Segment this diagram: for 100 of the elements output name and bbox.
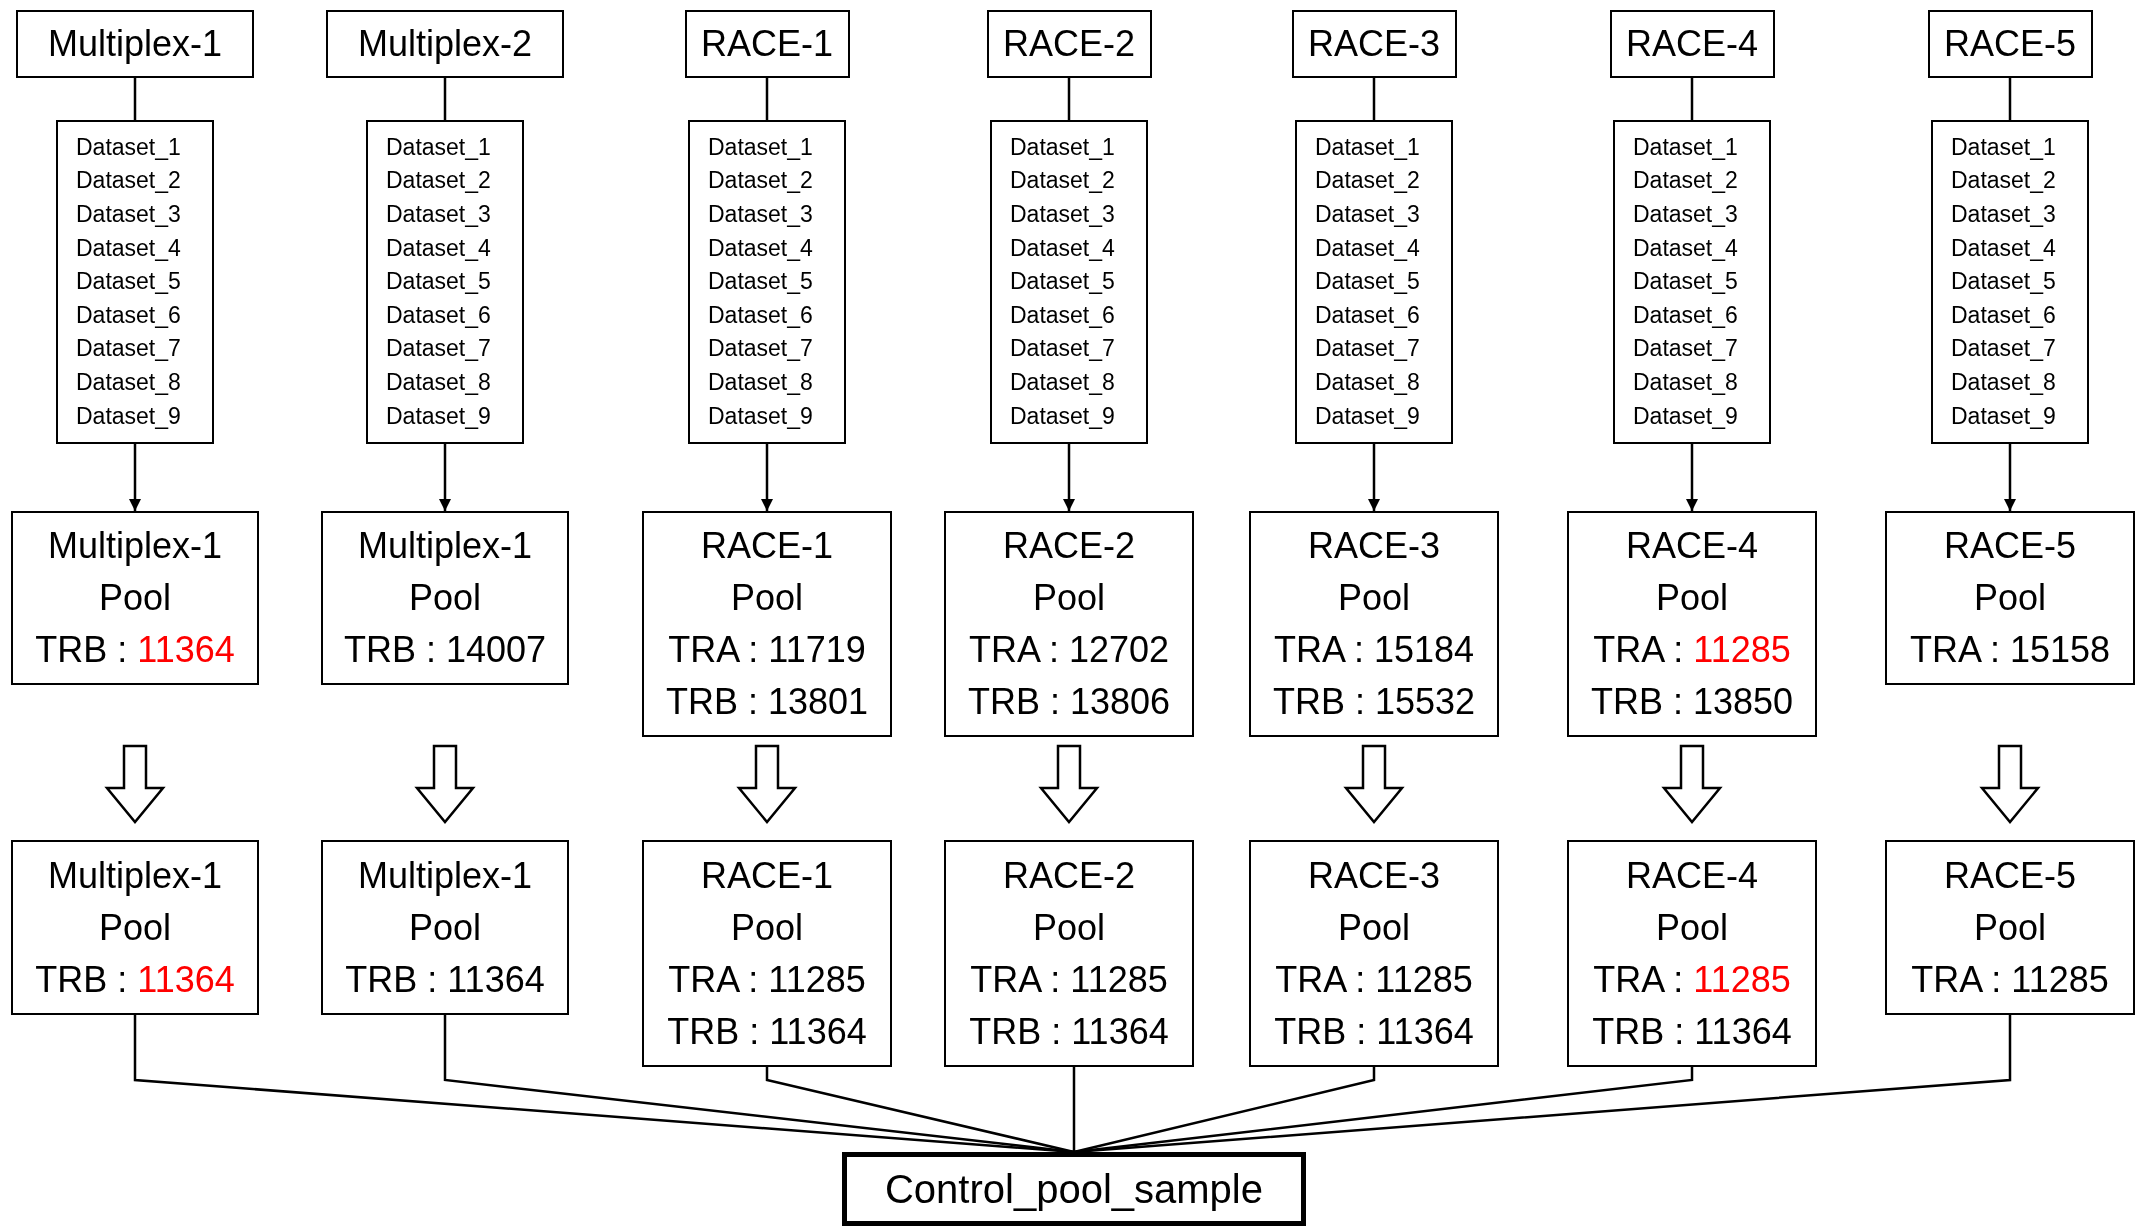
- block-arrow: [1343, 744, 1405, 824]
- count-text: TRA : 11285: [1911, 957, 2109, 1002]
- connector-line: [765, 78, 769, 120]
- count-text: TRA : 15158: [1909, 628, 2111, 672]
- pool-box: [1249, 511, 1499, 737]
- dataset-list-box: [688, 120, 846, 444]
- block-arrow: [104, 744, 166, 824]
- pool-box: [642, 840, 892, 1067]
- pool-box: [11, 511, 259, 685]
- label-box: [986, 10, 1152, 78]
- box-title: RACE-3: [1308, 22, 1440, 66]
- count-text: TRA : 11285: [668, 957, 866, 1002]
- connector-line: [1372, 78, 1376, 120]
- connector-line: [1690, 78, 1694, 120]
- box-title: RACE-5 Pool: [1944, 853, 2076, 950]
- connector-line: [1073, 1067, 1694, 1154]
- box-title: Multiplex-1 Pool: [357, 524, 533, 620]
- block-arrow: [1038, 744, 1100, 824]
- count-text: TRB : 13806: [967, 680, 1171, 724]
- dataset-list: Dataset_1 Dataset_2 Dataset_3 Dataset_4 Dataset_5 Dataset_6 Dataset_7 Dataset_8 Dataset_9: [1951, 130, 2056, 434]
- connector-line: [1072, 1067, 1076, 1152]
- box-title: RACE-3 Pool: [1308, 853, 1440, 950]
- dataset-list-box: [366, 120, 524, 444]
- box-title: RACE-4 Pool: [1626, 853, 1758, 950]
- label-box: [684, 10, 850, 78]
- dataset-list: Dataset_1 Dataset_2 Dataset_3 Dataset_4 Dataset_5 Dataset_6 Dataset_7 Dataset_8 Dataset_9: [1315, 130, 1420, 434]
- label-box: [16, 10, 254, 78]
- arrow: [1062, 444, 1076, 511]
- dataset-list: Dataset_1 Dataset_2 Dataset_3 Dataset_4 Dataset_5 Dataset_6 Dataset_7 Dataset_8 Dataset_9: [76, 130, 181, 434]
- arrow: [128, 444, 142, 511]
- pool-box: [321, 511, 569, 685]
- block-arrow: [1979, 744, 2041, 824]
- count-text: TRA : 11285: [1593, 957, 1791, 1002]
- arrow: [438, 444, 452, 511]
- pool-box: [321, 840, 569, 1015]
- count-text: TRA : 15184: [1273, 628, 1475, 672]
- connector-line: [2008, 78, 2012, 120]
- box-title: RACE-2: [1003, 22, 1135, 66]
- connector-line: [765, 1067, 1075, 1154]
- dataset-list: Dataset_1 Dataset_2 Dataset_3 Dataset_4 Dataset_5 Dataset_6 Dataset_7 Dataset_8 Dataset_9: [1010, 130, 1115, 434]
- box-title: RACE-4: [1626, 22, 1758, 66]
- count-text: TRB : 11364: [1274, 1009, 1474, 1054]
- box-title: Multiplex-1: [47, 22, 223, 66]
- count-text: TRA : 11285: [970, 957, 1168, 1002]
- count-text: TRA : 11285: [1593, 628, 1791, 672]
- count-text: TRB : 13801: [665, 680, 869, 724]
- box-title: RACE-2 Pool: [1003, 853, 1135, 950]
- count-text: TRB : 11364: [1592, 1009, 1792, 1054]
- label-box: [326, 10, 564, 78]
- pool-box: [1249, 840, 1499, 1067]
- dataset-list-box: [1295, 120, 1453, 444]
- connector-line: [1073, 1067, 1376, 1154]
- block-arrow: [414, 744, 476, 824]
- count-text: TRA : 12702: [968, 628, 1170, 672]
- box-title: Multiplex-1 Pool: [357, 853, 533, 950]
- box-title: Multiplex-2: [357, 22, 533, 66]
- box-title: RACE-1 Pool: [701, 524, 833, 620]
- pool-box: [642, 511, 892, 737]
- count-text: TRB : 11364: [345, 957, 545, 1002]
- count-text: TRB : 13850: [1590, 680, 1794, 724]
- count-text: TRA : 11285: [1275, 957, 1473, 1002]
- arrow: [760, 444, 774, 511]
- sample-box: [842, 1152, 1306, 1226]
- count-text: TRB : 15532: [1272, 680, 1476, 724]
- box-title: RACE-2 Pool: [1003, 524, 1135, 620]
- pool-box: [11, 840, 259, 1015]
- count-text: TRB : 11364: [35, 957, 235, 1002]
- dataset-list-box: [990, 120, 1148, 444]
- pool-box: [1885, 511, 2135, 685]
- dataset-list: Dataset_1 Dataset_2 Dataset_3 Dataset_4 Dataset_5 Dataset_6 Dataset_7 Dataset_8 Dataset_9: [708, 130, 813, 434]
- arrow: [2003, 444, 2017, 511]
- connector-line: [1067, 78, 1071, 120]
- connector-line: [443, 78, 447, 120]
- connector-line: [1073, 1015, 2012, 1154]
- box-title: Multiplex-1 Pool: [47, 853, 223, 950]
- box-title: RACE-3 Pool: [1308, 524, 1440, 620]
- arrow: [1367, 444, 1381, 511]
- arrow: [1685, 444, 1699, 511]
- box-title: Multiplex-1 Pool: [47, 524, 223, 620]
- pool-box: [1885, 840, 2135, 1015]
- connector-line: [133, 78, 137, 120]
- label-box: [1927, 10, 2093, 78]
- dataset-list: Dataset_1 Dataset_2 Dataset_3 Dataset_4 Dataset_5 Dataset_6 Dataset_7 Dataset_8 Dataset_9: [1633, 130, 1738, 434]
- pool-box: [944, 511, 1194, 737]
- pool-box: [1567, 840, 1817, 1067]
- count-text: TRB : 11364: [667, 1009, 867, 1054]
- dataset-list-box: [1931, 120, 2089, 444]
- block-arrow: [1661, 744, 1723, 824]
- count-text: TRB : 11364: [969, 1009, 1169, 1054]
- box-title: RACE-5: [1944, 22, 2076, 66]
- dataset-list: Dataset_1 Dataset_2 Dataset_3 Dataset_4 Dataset_5 Dataset_6 Dataset_7 Dataset_8 Dataset_9: [386, 130, 491, 434]
- pool-box: [944, 840, 1194, 1067]
- count-text: TRB : 14007: [343, 628, 547, 672]
- count-text: TRB : 11364: [35, 628, 235, 672]
- dataset-list-box: [56, 120, 214, 444]
- label-box: [1609, 10, 1775, 78]
- box-title: RACE-4 Pool: [1626, 524, 1758, 620]
- box-title: Control_pool_sample: [885, 1166, 1263, 1213]
- label-box: [1291, 10, 1457, 78]
- dataset-list-box: [1613, 120, 1771, 444]
